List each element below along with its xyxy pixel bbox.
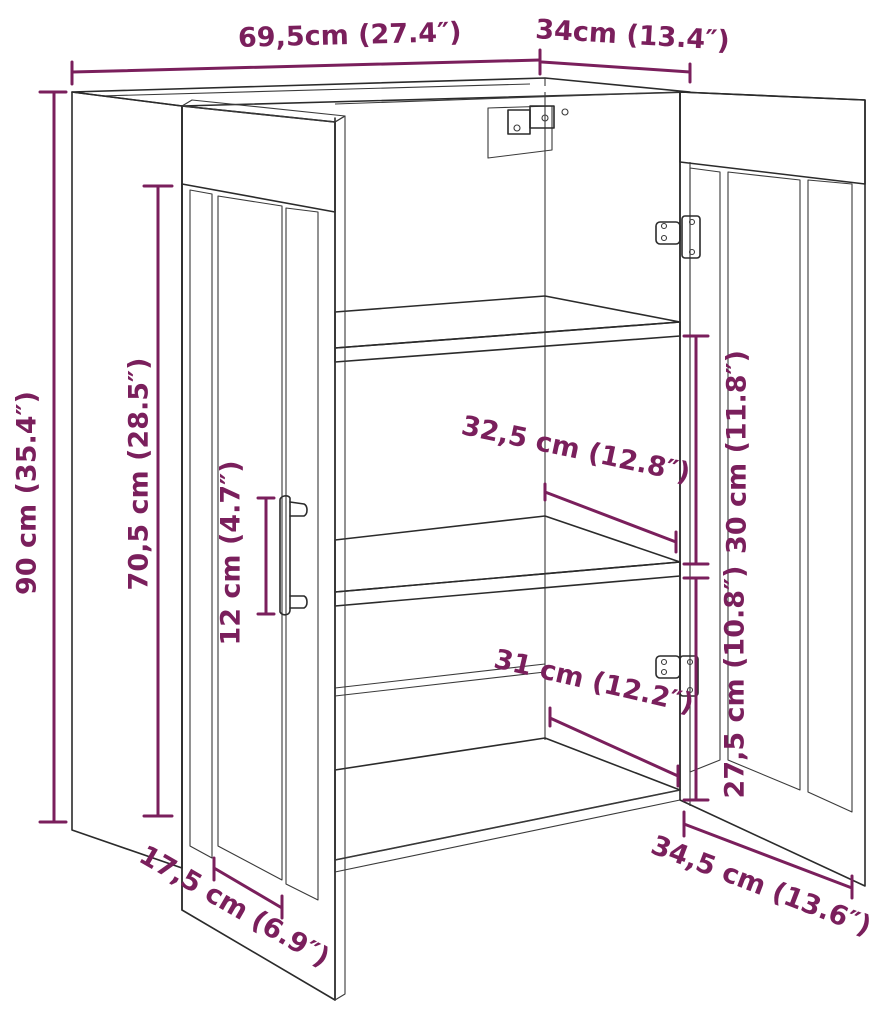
total-height-dimension-line <box>38 90 68 824</box>
door-width-label: 17,5 cm (6.9″) <box>134 840 335 974</box>
hinge-upper <box>655 215 701 259</box>
handle-height-label: 12 cm (4.7″) <box>216 460 247 645</box>
width-label: 69,5cm (27.4″) <box>238 17 462 54</box>
shelf-lower-ledge <box>334 663 546 697</box>
dimension-lines <box>38 48 854 920</box>
cabinet-top <box>71 77 691 107</box>
cabinet-back-wall <box>334 91 681 740</box>
door-height-label: 70,5 cm (28.5″) <box>124 358 155 591</box>
door-depth-dimension-line <box>682 810 854 900</box>
door-width-dimension-line <box>212 856 284 920</box>
shelf-upper <box>334 295 681 363</box>
lower-shelf-depth-line <box>548 706 680 788</box>
depth-label: 34cm (13.4″) <box>535 14 731 57</box>
dimension-labels: 69,5cm (27.4″) 34cm (13.4″) 90 cm (35.4″… <box>12 14 876 973</box>
cabinet-illustration <box>71 77 866 1001</box>
handle-dimension-line <box>256 496 276 616</box>
upper-compartment-label: 30 cm (11.8″) <box>722 350 753 554</box>
upper-compartment-dimension-line <box>682 334 710 566</box>
door-depth-label: 34,5 cm (13.6″) <box>647 830 876 942</box>
total-height-label: 90 cm (35.4″) <box>12 391 43 595</box>
cabinet-interior <box>334 91 681 1001</box>
door-height-dimension-line <box>142 184 174 818</box>
lower-shelf-depth-label: 31 cm (12.2″) <box>491 644 697 720</box>
depth-dimension-line <box>540 60 692 84</box>
width-dimension-line <box>70 48 542 86</box>
upper-shelf-depth-line <box>543 482 678 554</box>
right-door <box>679 91 866 887</box>
lower-compartment-dimension-line <box>682 576 710 802</box>
shelf-middle <box>334 515 681 607</box>
left-door <box>181 99 346 1001</box>
top-hinge-plate <box>487 105 569 159</box>
hinge-lower <box>655 655 699 697</box>
lower-compartment-label: 27,5 cm (10.8″) <box>720 566 751 799</box>
upper-shelf-depth-label: 32,5 cm (12.8″) <box>459 410 693 489</box>
door-handle <box>279 495 308 616</box>
